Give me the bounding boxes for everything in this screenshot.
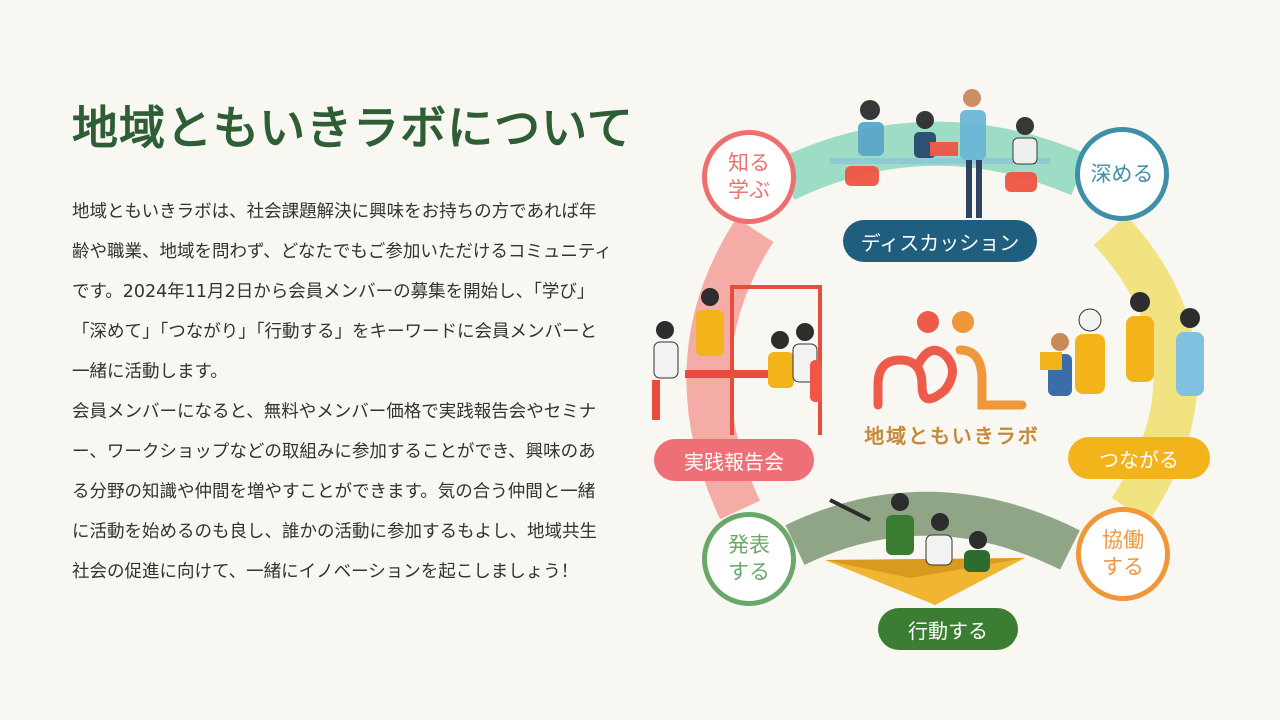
- stage-collaborate-circle: 協働 する: [1076, 507, 1170, 601]
- stage-learn-circle: 知る 学ぶ: [702, 130, 796, 224]
- activity-report-label: 実践報告会: [654, 439, 814, 481]
- page-title: 地域ともいきラボについて: [72, 101, 634, 155]
- action-illustration: [825, 493, 1025, 605]
- connect-illustration: [1040, 292, 1204, 396]
- stage-deepen-circle: 深める: [1075, 127, 1169, 221]
- activity-action-label: 行動する: [878, 608, 1018, 650]
- lab-logo-mark: [873, 311, 1027, 410]
- arrow-collaborate-to-present: [785, 491, 1080, 570]
- description-paragraph-2: 会員メンバーになると、無料やメンバー価格で実践報告会やセミナー、ワークショップな…: [72, 402, 597, 582]
- discussion-illustration: [830, 89, 1050, 218]
- description: 地域ともいきラボは、社会課題解決に興味をお持ちの方であれば年齢や職業、地域を問わ…: [72, 192, 612, 592]
- lab-logo-text: 地域ともいきラボ: [864, 424, 1040, 448]
- report-illustration: [652, 285, 822, 435]
- description-paragraph-1: 地域ともいきラボは、社会課題解決に興味をお持ちの方であれば年齢や職業、地域を問わ…: [72, 202, 612, 382]
- activity-connect-label: つながる: [1068, 437, 1210, 479]
- activity-discussion-label: ディスカッション: [843, 220, 1037, 262]
- stage-present-circle: 発表 する: [702, 512, 796, 606]
- activity-cycle-diagram: 地域ともいきラボ 知る 学ぶ 深める 協働 する 発表 する ディスカッション …: [630, 80, 1280, 680]
